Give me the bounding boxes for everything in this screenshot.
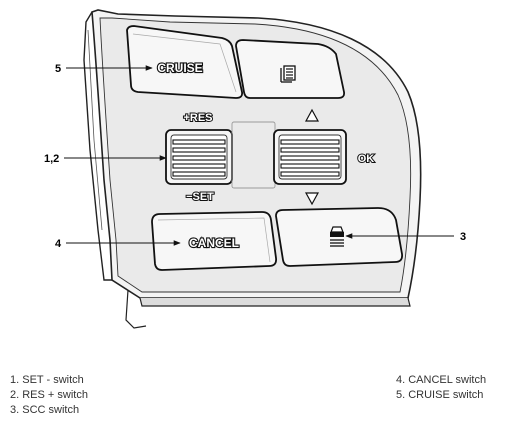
callout-1-2: 1,2 bbox=[44, 153, 167, 165]
callout-4: 4 bbox=[55, 238, 181, 250]
legend-item-set-switch: 1. SET - switch bbox=[10, 374, 84, 386]
res-label: +RES bbox=[183, 112, 212, 124]
legend-right: 4. CANCEL switch 5. CRUISE switch bbox=[396, 373, 486, 403]
callout-3: 3 bbox=[345, 231, 466, 243]
set-label: −SET bbox=[186, 191, 214, 203]
cruise-label: CRUISE bbox=[157, 61, 202, 75]
legend-item-res-switch: 2. RES + switch bbox=[10, 389, 88, 401]
svg-text:4: 4 bbox=[55, 238, 62, 250]
ok-roller-switch[interactable] bbox=[273, 129, 347, 185]
svg-text:5: 5 bbox=[55, 63, 61, 75]
legend-left: 1. SET - switch 2. RES + switch 3. SCC s… bbox=[10, 373, 88, 418]
scc-button[interactable] bbox=[275, 207, 404, 267]
svg-text:1,2: 1,2 bbox=[44, 153, 59, 165]
cruise-button[interactable]: CRUISE bbox=[126, 25, 244, 99]
triangle-up-icon bbox=[304, 108, 320, 122]
cancel-button[interactable]: CANCEL bbox=[151, 211, 278, 271]
steering-wheel-switch-diagram: CRUISE +RES −SET bbox=[44, 9, 466, 329]
legend-item-cruise-switch: 5. CRUISE switch bbox=[396, 389, 484, 401]
svg-text:3: 3 bbox=[460, 231, 466, 243]
triangle-down-icon bbox=[304, 192, 320, 206]
callout-5: 5 bbox=[55, 63, 153, 75]
ok-label: OK bbox=[358, 153, 375, 165]
car-distance-icon bbox=[330, 226, 344, 247]
legend-item-cancel-switch: 4. CANCEL switch bbox=[396, 374, 487, 386]
mode-button[interactable] bbox=[235, 39, 346, 99]
legend-item-scc-switch: 3. SCC switch bbox=[10, 404, 80, 416]
list-icon bbox=[280, 65, 296, 83]
set-res-roller-switch[interactable] bbox=[165, 129, 233, 185]
cancel-label: CANCEL bbox=[189, 236, 239, 250]
